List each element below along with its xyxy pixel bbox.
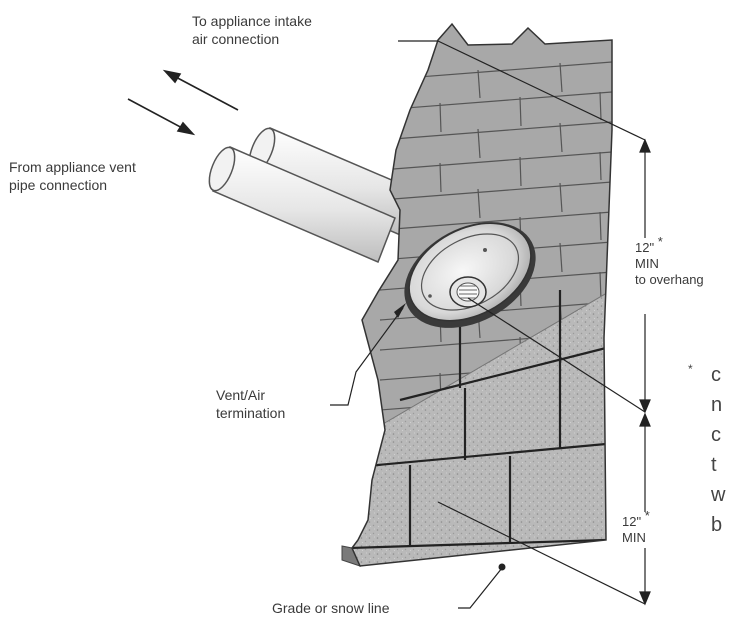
footnote-line: t bbox=[711, 454, 717, 476]
lower-dimension-asterisk: * bbox=[644, 508, 650, 523]
vent-label-line2: pipe connection bbox=[9, 177, 108, 193]
vent-label: From appliance vent pipe connection bbox=[9, 158, 136, 194]
flow-arrows bbox=[127, 69, 239, 136]
lower-dimension-value-row: 12" * bbox=[622, 508, 650, 530]
lower-dimension-value: 12" bbox=[622, 514, 642, 529]
intake-label-line2: air connection bbox=[192, 31, 280, 47]
intake-label: To appliance intake air connection bbox=[192, 12, 312, 48]
upper-dimension-value-row: 12" * bbox=[635, 234, 704, 256]
footnote-text: c n c t w b bbox=[711, 360, 735, 540]
lower-dimension-label: 12" * MIN bbox=[622, 508, 650, 546]
footnote-asterisk: * bbox=[688, 362, 693, 376]
leader-lines bbox=[330, 40, 646, 609]
vent-pipe bbox=[208, 146, 396, 263]
termination-leader-arrowhead bbox=[394, 303, 406, 318]
lower-dimension-min: MIN bbox=[622, 530, 646, 545]
upper-dimension-asterisk: * bbox=[657, 234, 663, 249]
termination-label: Vent/Air termination bbox=[216, 386, 285, 422]
wall-outline bbox=[351, 22, 613, 567]
upper-dimension-value: 12" bbox=[635, 240, 655, 255]
upper-dimension-overhang: to overhang bbox=[635, 272, 704, 287]
grade-label: Grade or snow line bbox=[272, 600, 390, 616]
dimension-lines bbox=[639, 138, 651, 606]
footnote-line: c bbox=[711, 364, 721, 386]
upper-dimension-min: MIN bbox=[635, 256, 659, 271]
footnote-line: w bbox=[711, 484, 726, 506]
footnote-line: b bbox=[711, 514, 723, 536]
footnote-line: c bbox=[711, 424, 721, 446]
upper-dimension-label: 12" * MIN to overhang bbox=[635, 234, 704, 288]
vent-air-termination-cap bbox=[404, 222, 536, 328]
vent-label-line1: From appliance vent bbox=[9, 159, 136, 175]
grade-leader-dot bbox=[498, 563, 506, 571]
intake-label-line1: To appliance intake bbox=[192, 13, 312, 29]
termination-label-line2: termination bbox=[216, 405, 286, 421]
termination-label-line1: Vent/Air bbox=[216, 387, 266, 403]
footnote-line: n bbox=[711, 394, 723, 416]
